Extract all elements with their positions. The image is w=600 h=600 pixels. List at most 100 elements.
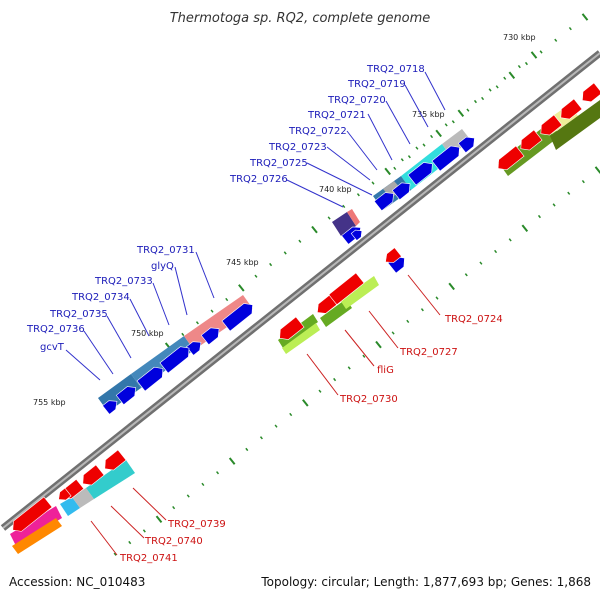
tick-mark bbox=[172, 506, 176, 510]
tick-mark bbox=[594, 166, 600, 174]
reverse-gene-arrow[interactable] bbox=[9, 496, 53, 535]
gene-label-trq2-0727[interactable]: TRQ2_0727 bbox=[399, 347, 458, 358]
tick-mark bbox=[393, 166, 397, 170]
reverse-gene-arrow[interactable] bbox=[494, 145, 525, 174]
reverse-gene-arrow[interactable] bbox=[314, 294, 338, 317]
tick-mark bbox=[333, 377, 337, 382]
tick-mark bbox=[254, 274, 258, 278]
tick-mark bbox=[342, 204, 346, 208]
gene-label-trq2-0718[interactable]: TRQ2_0718 bbox=[366, 64, 425, 75]
reverse-gene-arrow[interactable] bbox=[557, 98, 583, 123]
tick-mark bbox=[448, 282, 455, 291]
tick-mark bbox=[311, 225, 318, 234]
band-segment bbox=[12, 518, 62, 554]
gene-label-trq2-0726[interactable]: TRQ2_0726 bbox=[229, 174, 288, 185]
tick-mark bbox=[113, 552, 117, 556]
tick-mark bbox=[508, 238, 512, 242]
forward-gene-arrow[interactable] bbox=[457, 133, 478, 154]
gene-label-trq2-0741[interactable]: TRQ2_0741 bbox=[119, 553, 178, 564]
gene-label-trq2-0725[interactable]: TRQ2_0725 bbox=[249, 158, 308, 169]
forward-gene-arrow[interactable] bbox=[136, 363, 167, 392]
gene-label-trq2-0722[interactable]: TRQ2_0722 bbox=[288, 126, 347, 137]
gene-label-trq2-0719[interactable]: TRQ2_0719 bbox=[347, 79, 406, 90]
tick-label-745: 745 kbp bbox=[226, 258, 259, 267]
gene-label-gcvt[interactable]: gcvT bbox=[40, 342, 65, 353]
reverse-gene-arrow[interactable] bbox=[55, 487, 72, 503]
tick-label-755: 755 kbp bbox=[33, 398, 66, 407]
tick-mark bbox=[422, 143, 426, 147]
tick-mark bbox=[537, 214, 541, 219]
tick-mark bbox=[524, 61, 528, 66]
forward-gene-arrow[interactable] bbox=[115, 383, 139, 406]
tick-mark bbox=[142, 529, 146, 533]
forward-gene-arrow[interactable] bbox=[407, 159, 436, 186]
tick-mark bbox=[375, 340, 382, 349]
forward-gene-arrow[interactable] bbox=[102, 397, 121, 415]
tick-mark bbox=[362, 354, 366, 358]
forward-gene-arrow[interactable] bbox=[186, 338, 205, 356]
band-segment bbox=[86, 460, 135, 499]
gene-label-glyq[interactable]: glyQ bbox=[151, 261, 174, 272]
tick-mark bbox=[181, 332, 185, 337]
gene-label-flig[interactable]: fliG bbox=[377, 365, 394, 376]
gene-label-trq2-0734[interactable]: TRQ2_0734 bbox=[71, 292, 130, 303]
forward-gene-arrow[interactable] bbox=[391, 179, 414, 201]
forward-gene-arrow[interactable] bbox=[431, 142, 464, 172]
tick-mark bbox=[494, 249, 498, 254]
tick-mark bbox=[210, 309, 214, 313]
gene-label-trq2-0733[interactable]: TRQ2_0733 bbox=[94, 276, 153, 287]
genome-backbone bbox=[0, 50, 600, 531]
band-segment bbox=[340, 276, 379, 309]
forward-strand-genes bbox=[102, 133, 478, 415]
reverse-gene-arrow[interactable] bbox=[382, 247, 402, 267]
tick-mark bbox=[415, 146, 419, 150]
tick-mark bbox=[195, 321, 199, 325]
gene-label-trq2-0723[interactable]: TRQ2_0723 bbox=[268, 142, 327, 153]
tick-mark bbox=[274, 424, 278, 428]
tick-mark bbox=[552, 203, 556, 207]
band-segment bbox=[550, 100, 600, 150]
tick-mark bbox=[464, 273, 468, 277]
tick-mark bbox=[318, 389, 322, 393]
gene-label-trq2-0720[interactable]: TRQ2_0720 bbox=[327, 95, 386, 106]
tick-mark bbox=[406, 319, 410, 323]
reverse-gene-arrow[interactable] bbox=[79, 464, 105, 489]
forward-gene-arrow[interactable] bbox=[373, 189, 397, 212]
reverse-gene-arrow[interactable] bbox=[537, 114, 563, 139]
forward-gene-arrow[interactable] bbox=[159, 343, 193, 374]
tick-mark bbox=[128, 540, 132, 545]
gene-label-trq2-0721[interactable]: TRQ2_0721 bbox=[307, 110, 366, 121]
tick-mark bbox=[327, 216, 331, 220]
tick-mark bbox=[269, 262, 273, 267]
band-segment bbox=[184, 295, 253, 350]
gene-label-trq2-0730[interactable]: TRQ2_0730 bbox=[339, 394, 398, 405]
gene-label-trq2-0735[interactable]: TRQ2_0735 bbox=[49, 309, 108, 320]
gene-label-trq2-0736[interactable]: TRQ2_0736 bbox=[26, 324, 85, 335]
tick-mark bbox=[554, 38, 558, 42]
gene-label-trq2-0724[interactable]: TRQ2_0724 bbox=[444, 314, 503, 325]
tick-mark bbox=[488, 88, 492, 92]
tick-mark bbox=[356, 193, 360, 197]
gene-label-trq2-0740[interactable]: TRQ2_0740 bbox=[144, 536, 203, 547]
tick-mark bbox=[245, 447, 249, 452]
tick-mark bbox=[517, 65, 521, 69]
forward-gene-arrow[interactable] bbox=[200, 324, 223, 346]
forward-gene-arrow[interactable] bbox=[221, 300, 257, 332]
tick-mark bbox=[228, 457, 236, 465]
forward-gene-arrow[interactable] bbox=[350, 227, 364, 241]
reverse-gene-arrow[interactable] bbox=[101, 449, 127, 474]
band-segment bbox=[60, 497, 80, 516]
tick-mark bbox=[298, 239, 302, 243]
tick-mark bbox=[400, 158, 404, 162]
gene-label-trq2-0731[interactable]: TRQ2_0731 bbox=[136, 245, 195, 256]
tick-mark bbox=[430, 134, 434, 139]
reverse-gene-arrow[interactable] bbox=[578, 82, 600, 106]
reverse-gene-arrow[interactable] bbox=[276, 316, 305, 343]
tick-mark bbox=[391, 331, 395, 335]
tick-mark bbox=[567, 191, 571, 195]
gene-label-trq2-0739[interactable]: TRQ2_0739 bbox=[167, 519, 226, 530]
reverse-gene-arrow[interactable] bbox=[517, 129, 543, 154]
tick-mark bbox=[435, 296, 439, 300]
label-leader-lines bbox=[65, 71, 446, 556]
